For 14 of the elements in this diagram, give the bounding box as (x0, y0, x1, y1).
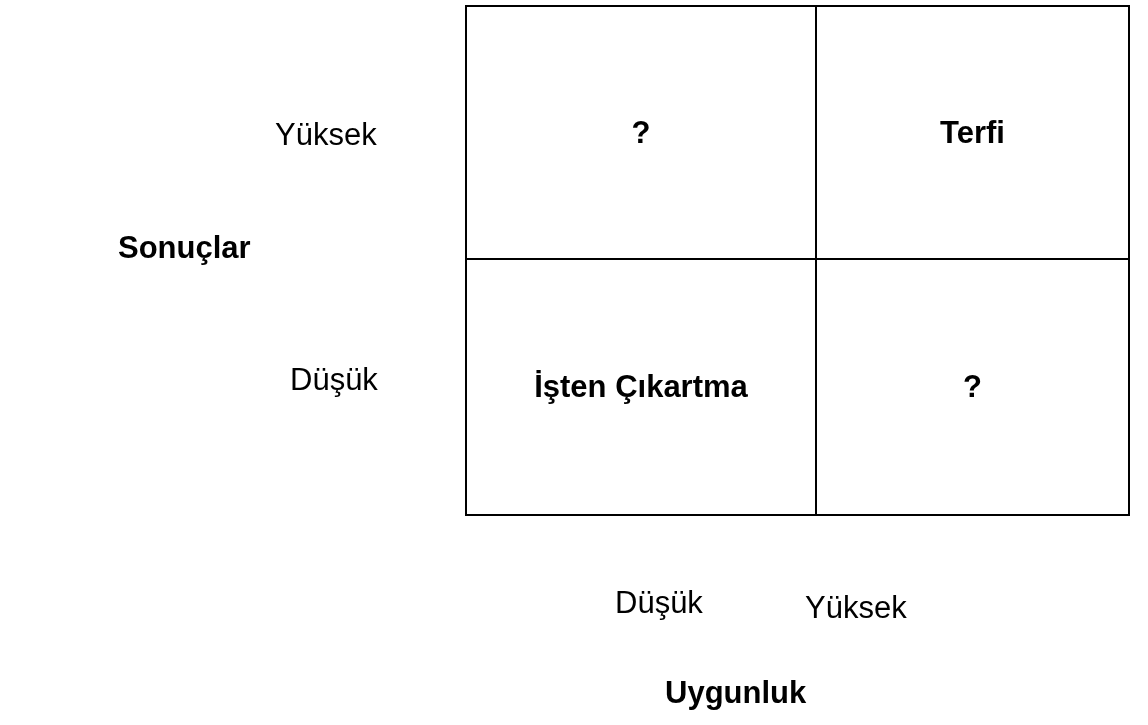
axis-tick-label: Yüksek (805, 590, 907, 626)
axis-tick-label: Düşük (615, 585, 703, 621)
axis-tick-label: Yüksek (275, 117, 377, 153)
axis-title: Sonuçlar (118, 230, 251, 266)
cell-text: İşten Çıkartma (534, 368, 748, 407)
axis-title: Uygunluk (665, 675, 807, 711)
matrix-cell (815, 5, 1130, 260)
matrix-cell (465, 5, 817, 260)
matrix-cell (815, 258, 1130, 516)
matrix-cell (465, 258, 817, 516)
cell-text: ? (963, 368, 982, 407)
cell-text: ? (631, 113, 651, 152)
axis-tick-label: Düşük (290, 362, 378, 398)
cell-text: Terfi (940, 113, 1005, 152)
